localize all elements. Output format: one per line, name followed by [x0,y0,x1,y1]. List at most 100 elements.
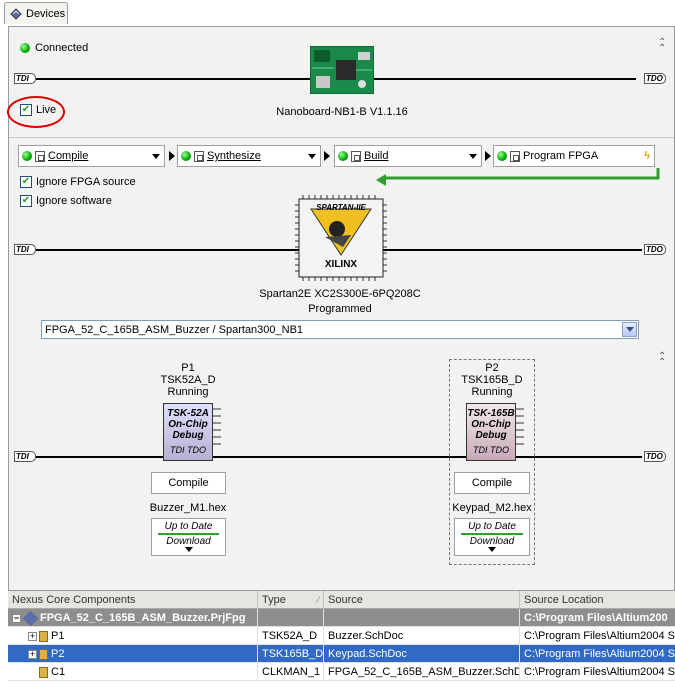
p2-download-label: Download [469,536,515,547]
table-row[interactable]: +P2 TSK165B_D Keypad.SchDoc C:\Program F… [8,645,675,663]
synthesize-step[interactable]: Synthesize [177,145,321,167]
processor-jtag-line [36,456,642,458]
p1-pins-icon [213,408,221,445]
column-header-type[interactable]: Type⁄ [258,591,324,608]
p2-pins-icon [516,408,524,445]
build-step[interactable]: Build [334,145,482,167]
nanoboard-icon[interactable] [310,46,374,94]
p2-uptodate-label: Up to Date [468,521,516,532]
lightning-icon[interactable]: ϟ [644,150,650,162]
expand-tree-icon[interactable]: + [28,631,37,641]
chip-brand-top: SPARTAN-IIE [316,203,366,212]
fpga-part-name: Spartan2E XC2S300E-6PQ208C [259,288,421,300]
compile-step-label: Compile [48,150,89,162]
ignore-fpga-checkbox[interactable]: ✔ [20,176,32,188]
p1-chip[interactable]: TSK-52A On-Chip Debug TDI TDO [163,403,221,465]
row-type [258,609,324,626]
fpga-chip[interactable]: SPARTAN-IIE XILINX [295,195,387,281]
row-location: C:\Program Files\Altium200 [524,612,668,624]
fpga-tdo-port: TDO [644,244,666,255]
p1-download-button[interactable]: Up to Date Download [151,518,226,556]
p2-status-bar [461,533,523,535]
collapse-board-icon[interactable]: ⌃⌃ [658,37,667,54]
p2-download-button[interactable]: Up to Date Download [454,518,530,556]
collapse-processors-icon[interactable]: ⌃⌃ [658,351,667,368]
spartan-chip-icon [295,195,387,281]
program-step-label: Program FPGA [523,150,599,162]
synthesize-dropdown-icon[interactable] [308,153,316,159]
p2-state: Running [471,386,513,398]
row-source: FPGA_52_C_165B_ASM_Buzzer.SchDoc [324,663,520,680]
compile-step[interactable]: Compile [18,145,165,167]
project-icon [22,610,39,626]
board-section: Connected ⌃⌃ TDI TDO Nanoboard-NB1-B V1.… [7,37,667,128]
p2-chip-line2: On-Chip [471,419,511,430]
board-tdo-port: TDO [644,73,666,84]
devices-panel [8,26,675,698]
devices-icon [10,7,22,20]
p1-download-arrow-icon [184,547,193,552]
p1-state: Running [167,386,209,398]
p2-chip-line1: TSK-165B [467,408,515,419]
expand-tree-icon[interactable]: + [28,649,37,659]
section-divider [9,137,674,138]
fpga-tdi-port: TDI [14,244,36,255]
ignore-software-checkbox[interactable]: ✔ [20,195,32,207]
row-name: P1 [51,630,65,642]
table-row[interactable]: + P1 TSK52A_D Buzzer.SchDoc C:\Program Fi… [8,627,675,645]
build-dropdown-icon[interactable] [469,153,477,159]
processor-tdi-port: TDI [14,451,36,462]
project-dropdown-button[interactable] [622,322,637,337]
board-tdi-port: TDI [14,73,36,84]
p2-compile-button[interactable]: Compile [454,472,530,494]
ignore-fpga-row[interactable]: ✔ Ignore FPGA source [20,176,136,188]
sort-icon: ⁄ [317,595,319,605]
component-icon [39,666,48,678]
build-step-label: Build [364,150,389,162]
p1-uptodate-label: Up to Date [164,521,213,532]
program-arrow-icon [376,168,660,186]
column-header-source[interactable]: Source [324,591,520,608]
p1-status-bar [158,533,219,535]
row-name: C1 [51,666,66,678]
p1-compile-button[interactable]: Compile [151,472,226,494]
row-name: P2 [51,648,65,660]
build-doc-icon [351,150,361,162]
tab-devices[interactable]: Devices [4,2,68,24]
row-location: C:\Program Files\Altium2004 SP4 [524,630,675,642]
row-type: CLKMAN_1 [258,663,324,680]
tab-label: Devices [26,7,66,20]
fpga-status: Programmed [308,303,372,315]
p2-chip[interactable]: TSK-165B On-Chip Debug TDI TDO [466,403,524,465]
p2-chip-line3: Debug [475,430,507,441]
status-led-icon [20,43,30,53]
component-icon [39,648,48,660]
chevron-down-icon [625,327,634,332]
row-source: Buzzer.SchDoc [324,627,520,644]
program-fpga-step[interactable]: Program FPGA ϟ [493,145,655,167]
nexus-table: Nexus Core Components Type⁄ Source Sourc… [8,590,675,698]
compile-dropdown-icon[interactable] [152,153,160,159]
p2-chip-tdo: TDO [490,445,509,455]
ignore-software-row[interactable]: ✔ Ignore software [20,195,112,207]
p1-hex-file: Buzzer_M1.hex [149,502,227,514]
column-header-component[interactable]: Nexus Core Components [8,591,258,608]
processor-p2-selection [449,359,535,565]
table-header: Nexus Core Components Type⁄ Source Sourc… [8,591,675,609]
flow-arrow-icon [169,151,175,161]
table-row[interactable]: −FPGA_52_C_165B_ASM_Buzzer.PrjFpg C:\Pro… [8,609,675,627]
p1-designator: P1 [181,362,195,374]
column-header-location[interactable]: Source Location [524,594,604,606]
project-select[interactable]: FPGA_52_C_165B_ASM_Buzzer / Spartan300_N… [41,320,639,339]
compile-doc-icon [35,150,45,162]
processor-p1: P1 TSK52A_D Running TSK-52A On-Chip Debu… [148,362,228,558]
program-doc-icon [510,150,520,162]
table-row[interactable]: C1 CLKMAN_1 FPGA_52_C_165B_ASM_Buzzer.Sc… [8,663,675,681]
processor-tdo-port: TDO [644,451,666,462]
synthesize-step-label: Synthesize [207,150,261,162]
flow-arrow-icon [485,151,491,161]
row-type: TSK52A_D [258,627,324,644]
collapse-tree-icon[interactable]: − [12,613,21,623]
board-name: Nanoboard-NB1-B V1.1.16 [276,106,408,118]
